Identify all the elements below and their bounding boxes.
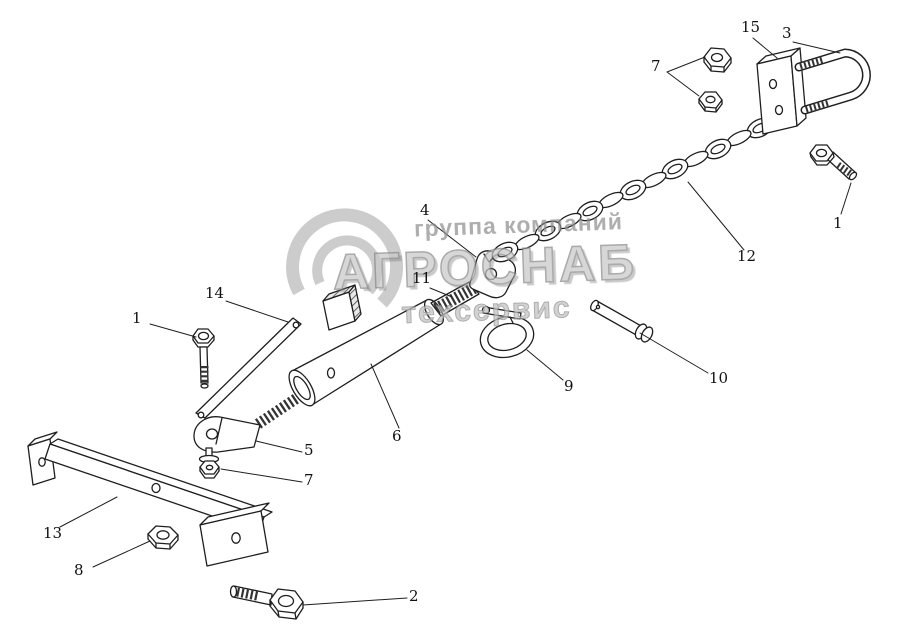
part-label-2: 2 <box>409 587 419 605</box>
part-1-bolt-left <box>192 328 215 389</box>
part-label-15: 15 <box>741 18 761 36</box>
part-label-1-left: 1 <box>132 309 142 327</box>
part-label-11: 11 <box>412 269 432 287</box>
part-14-strap <box>195 317 302 419</box>
part-5-fork <box>193 391 304 460</box>
part-10-pin <box>590 299 654 343</box>
part-label-6: 6 <box>392 427 402 445</box>
part-11-threaded-rod <box>430 281 480 317</box>
part-label-14: 14 <box>205 284 225 302</box>
part-label-4: 4 <box>420 201 430 219</box>
part-2-bolt <box>229 585 304 620</box>
wedge-block <box>322 284 362 331</box>
watermark-logo-icon <box>286 208 404 308</box>
part-6-turnbuckle <box>288 298 445 407</box>
part-label-9: 9 <box>564 377 574 395</box>
part-1-bolt-right <box>809 144 858 181</box>
part-label-12: 12 <box>737 247 757 265</box>
part-15-clamp <box>756 47 807 135</box>
part-8-nut <box>147 525 179 550</box>
part-label-3: 3 <box>782 24 792 42</box>
part-label-8: 8 <box>74 561 84 579</box>
part-label-7-mid: 7 <box>304 471 314 489</box>
part-3-u-bolt <box>794 48 871 115</box>
part-7-nut-top-b <box>698 91 723 113</box>
part-9-ring-pin <box>479 305 535 359</box>
part-7-nut-mid <box>198 454 220 479</box>
part-label-1-right: 1 <box>833 214 843 232</box>
part-12-chain <box>491 117 774 263</box>
part-label-7-top: 7 <box>651 57 661 75</box>
part-label-13: 13 <box>43 524 63 542</box>
part-13-bracket <box>27 431 273 567</box>
part-7-nut-top-a <box>703 47 732 73</box>
leader-lines <box>59 37 852 606</box>
part-label-5: 5 <box>304 441 314 459</box>
part-label-10: 10 <box>709 369 729 387</box>
